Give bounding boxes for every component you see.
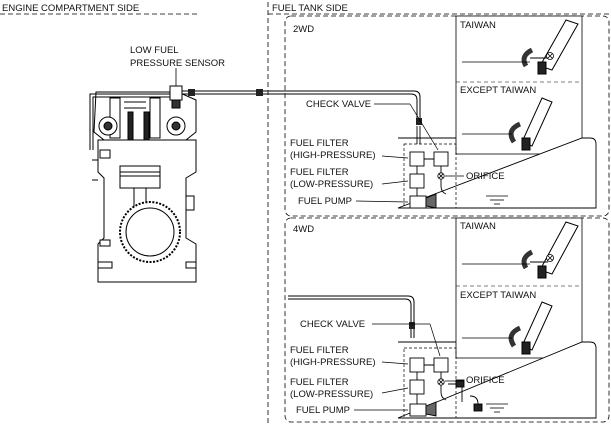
filter-low-label2-4wd: (LOW-PRESSURE) <box>290 389 373 400</box>
orifice-icon-4wd <box>437 378 445 386</box>
fuel-pump-2wd <box>409 195 427 209</box>
panel-2wd-border <box>284 15 610 217</box>
except-taiwan-inset-pipe-4wd <box>462 301 553 355</box>
fuel-tank-side-header: FUEL TANK SIDE <box>272 3 348 14</box>
filter-low-leader-4wd <box>381 387 409 394</box>
fuel-level-icon-2wd <box>486 195 508 205</box>
engine-compartment-side-header: ENGINE COMPARTMENT SIDE <box>2 3 139 14</box>
fuel-pump-label-4wd: FUEL PUMP <box>296 405 350 416</box>
transfer-connector-4wd <box>473 403 483 412</box>
fuel-filter-low-2wd <box>409 173 425 189</box>
check-valve-label-4wd: CHECK VALVE <box>300 319 365 330</box>
pipe-connector-1 <box>188 89 195 96</box>
taiwan-valve-icon-2wd <box>546 52 554 60</box>
filter-high-label2-4wd: (HIGH-PRESSURE) <box>290 357 376 368</box>
fuel-filter-high-2wd <box>409 151 425 167</box>
filter-high-label2-2wd: (HIGH-PRESSURE) <box>290 150 376 161</box>
low-fuel-pressure-sensor <box>169 85 183 109</box>
pump-outlet-4wd <box>425 401 437 417</box>
check-valve-body-2wd <box>433 151 449 167</box>
taiwan-valve-icon-4wd <box>546 254 554 262</box>
fuel-pump-label-2wd: FUEL PUMP <box>298 196 352 207</box>
orifice-label-4wd: ORIFICE <box>466 375 505 386</box>
check-valve-leader-4wd-b <box>429 323 441 357</box>
filter-low-leader-2wd <box>381 180 409 185</box>
filter-low-label1-2wd: FUEL FILTER <box>290 167 349 178</box>
fuel-pump-4wd <box>409 403 427 417</box>
fuel-rail-pipe <box>89 93 170 150</box>
filter-high-label1-2wd: FUEL FILTER <box>290 138 349 149</box>
sensor-label-line2: PRESSURE SENSOR <box>130 58 225 69</box>
pump-outlet-2wd <box>425 193 437 209</box>
fuel-tank-4wd <box>397 341 597 419</box>
feed-pipe-2wd <box>416 126 421 144</box>
orifice-label-2wd: ORIFICE <box>466 171 505 182</box>
filter-low-label1-4wd: FUEL FILTER <box>290 377 349 388</box>
fuel-pump-leader-2wd <box>355 200 409 203</box>
filter-high-leader-4wd <box>381 361 409 365</box>
except-taiwan-inset-pipe-2wd <box>462 97 553 151</box>
orifice-icon-2wd <box>437 172 445 180</box>
filter-high-label1-4wd: FUEL FILTER <box>290 345 349 356</box>
panel-4wd-title: 4WD <box>293 224 314 235</box>
fuel-level-icon-4wd <box>486 403 508 413</box>
supply-line-4wd <box>288 295 415 338</box>
jet-pump-connector-4wd <box>455 379 465 388</box>
sensor-label-line1: LOW FUEL <box>130 45 179 56</box>
fuel-filter-high-4wd <box>409 357 425 373</box>
inset-except-taiwan-title-4wd: EXCEPT TAIWAN <box>460 290 536 301</box>
panel-2wd-title: 2WD <box>293 24 314 35</box>
inset-taiwan-title-2wd: TAIWAN <box>460 20 496 31</box>
fuel-filter-low-4wd <box>409 379 425 395</box>
check-valve-body-4wd <box>433 357 449 373</box>
pipe-connector-3 <box>416 118 422 125</box>
fuel-tank-2wd <box>397 137 597 209</box>
check-valve-leader-2wd-b <box>409 103 439 151</box>
pump-module-2wd <box>403 143 457 209</box>
inset-taiwan-title-4wd: TAIWAN <box>460 221 496 232</box>
filter-low-label2-2wd: (LOW-PRESSURE) <box>290 179 373 190</box>
pipe-connector-2 <box>256 89 263 96</box>
filter-high-leader-2wd <box>381 155 409 159</box>
check-valve-label-2wd: CHECK VALVE <box>306 99 371 110</box>
main-supply-line <box>182 90 421 120</box>
inset-except-taiwan-title-2wd: EXCEPT TAIWAN <box>460 85 536 96</box>
engine-illustration <box>92 91 197 283</box>
panel-4wd-border <box>284 217 610 423</box>
pipe-connector-4wd <box>409 322 415 329</box>
